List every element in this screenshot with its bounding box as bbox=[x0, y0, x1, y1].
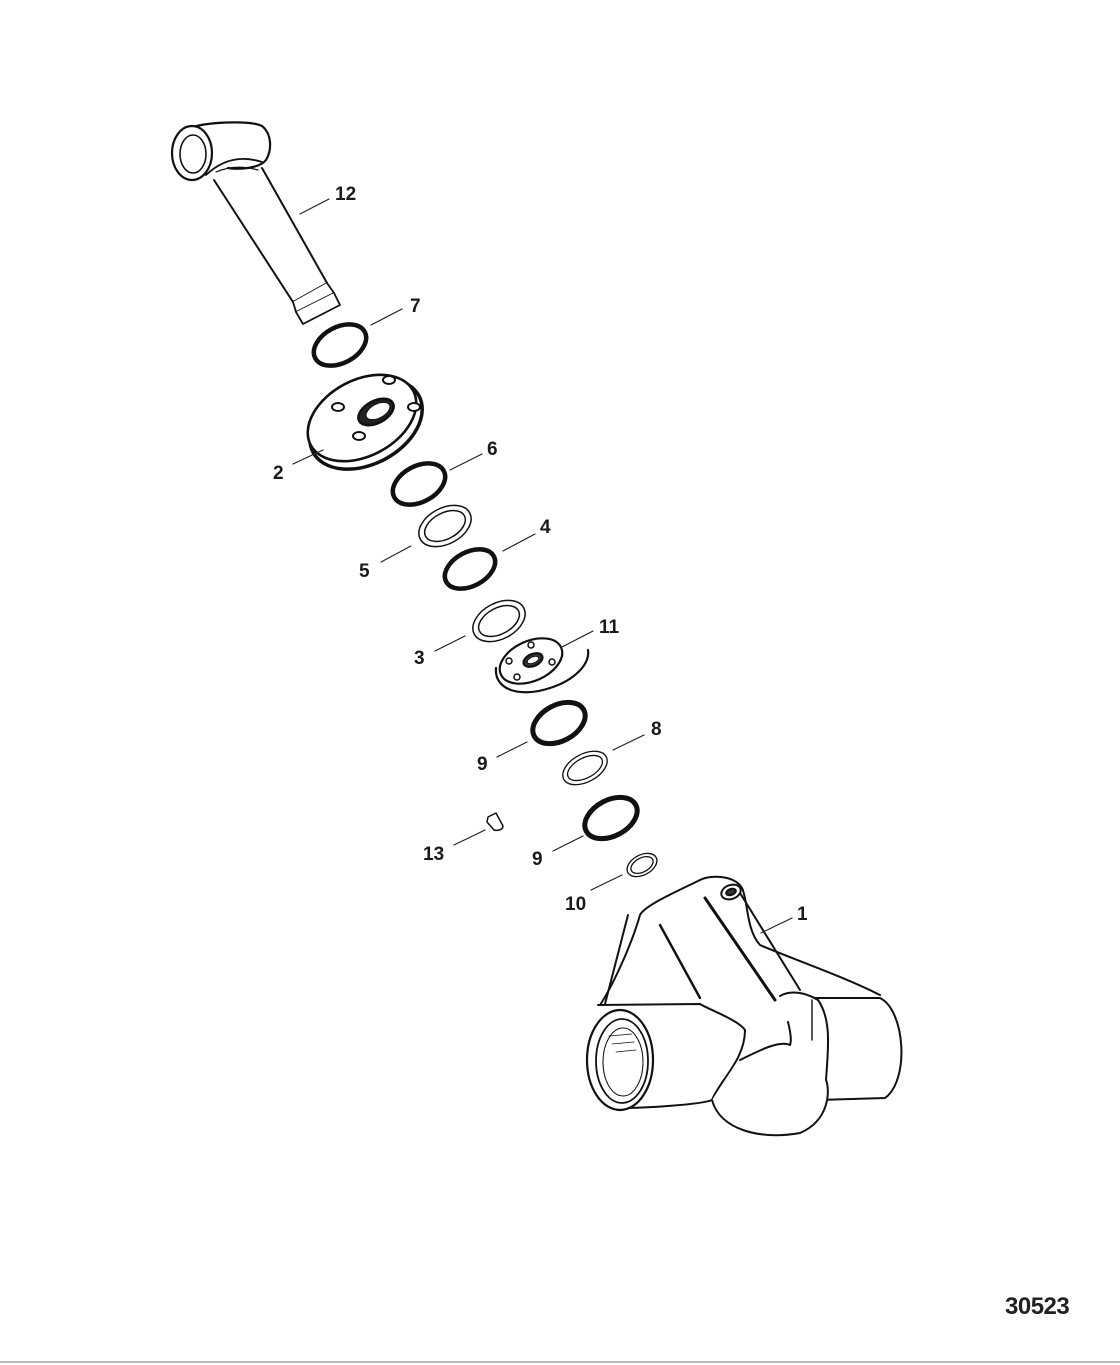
part-9-o-ring-upper bbox=[530, 699, 588, 747]
part-9-o-ring-lower bbox=[582, 794, 640, 842]
bottom-divider bbox=[0, 1361, 1120, 1363]
leader-6 bbox=[449, 453, 483, 471]
part-3-washer bbox=[472, 599, 526, 643]
leader-9-upper bbox=[496, 741, 528, 758]
callout-1: 1 bbox=[797, 904, 808, 925]
callout-12: 12 bbox=[335, 184, 357, 205]
leader-12 bbox=[299, 198, 330, 215]
callout-8: 8 bbox=[651, 719, 662, 740]
part-4-o-ring bbox=[442, 547, 498, 591]
part-7-o-ring bbox=[311, 322, 369, 368]
part-5-washer bbox=[418, 504, 472, 548]
leader-3 bbox=[434, 635, 466, 652]
callout-3: 3 bbox=[414, 648, 425, 669]
leader-5 bbox=[380, 545, 412, 563]
callout-6: 6 bbox=[487, 439, 498, 460]
leader-lines bbox=[292, 198, 793, 934]
leader-8 bbox=[612, 734, 645, 751]
leader-10 bbox=[590, 874, 623, 891]
callout-5: 5 bbox=[359, 561, 370, 582]
figure-number: 30523 bbox=[1005, 1293, 1070, 1320]
part-6-o-ring bbox=[390, 461, 448, 507]
leader-7 bbox=[370, 308, 403, 326]
part-13-plug bbox=[486, 812, 504, 832]
part-12-elbow-tube bbox=[170, 121, 341, 325]
leader-9-lower bbox=[552, 835, 584, 852]
part-8-washer bbox=[562, 750, 608, 786]
leader-4 bbox=[502, 533, 536, 552]
part-1-housing bbox=[585, 875, 903, 1137]
leader-1 bbox=[760, 917, 793, 934]
callout-2: 2 bbox=[273, 463, 284, 484]
leader-2 bbox=[292, 449, 324, 465]
part-10-small-washer bbox=[626, 852, 658, 878]
leader-11 bbox=[561, 630, 594, 648]
leader-13 bbox=[453, 829, 486, 846]
callout-9-upper: 9 bbox=[477, 754, 488, 775]
callout-7: 7 bbox=[410, 296, 421, 317]
callout-13: 13 bbox=[423, 844, 445, 865]
callout-10: 10 bbox=[565, 894, 587, 915]
callout-11: 11 bbox=[599, 617, 620, 638]
callout-9-lower: 9 bbox=[532, 849, 543, 870]
part-2-flange-plate bbox=[306, 373, 424, 471]
callout-4: 4 bbox=[540, 517, 551, 538]
part-11-small-flange bbox=[494, 637, 590, 694]
